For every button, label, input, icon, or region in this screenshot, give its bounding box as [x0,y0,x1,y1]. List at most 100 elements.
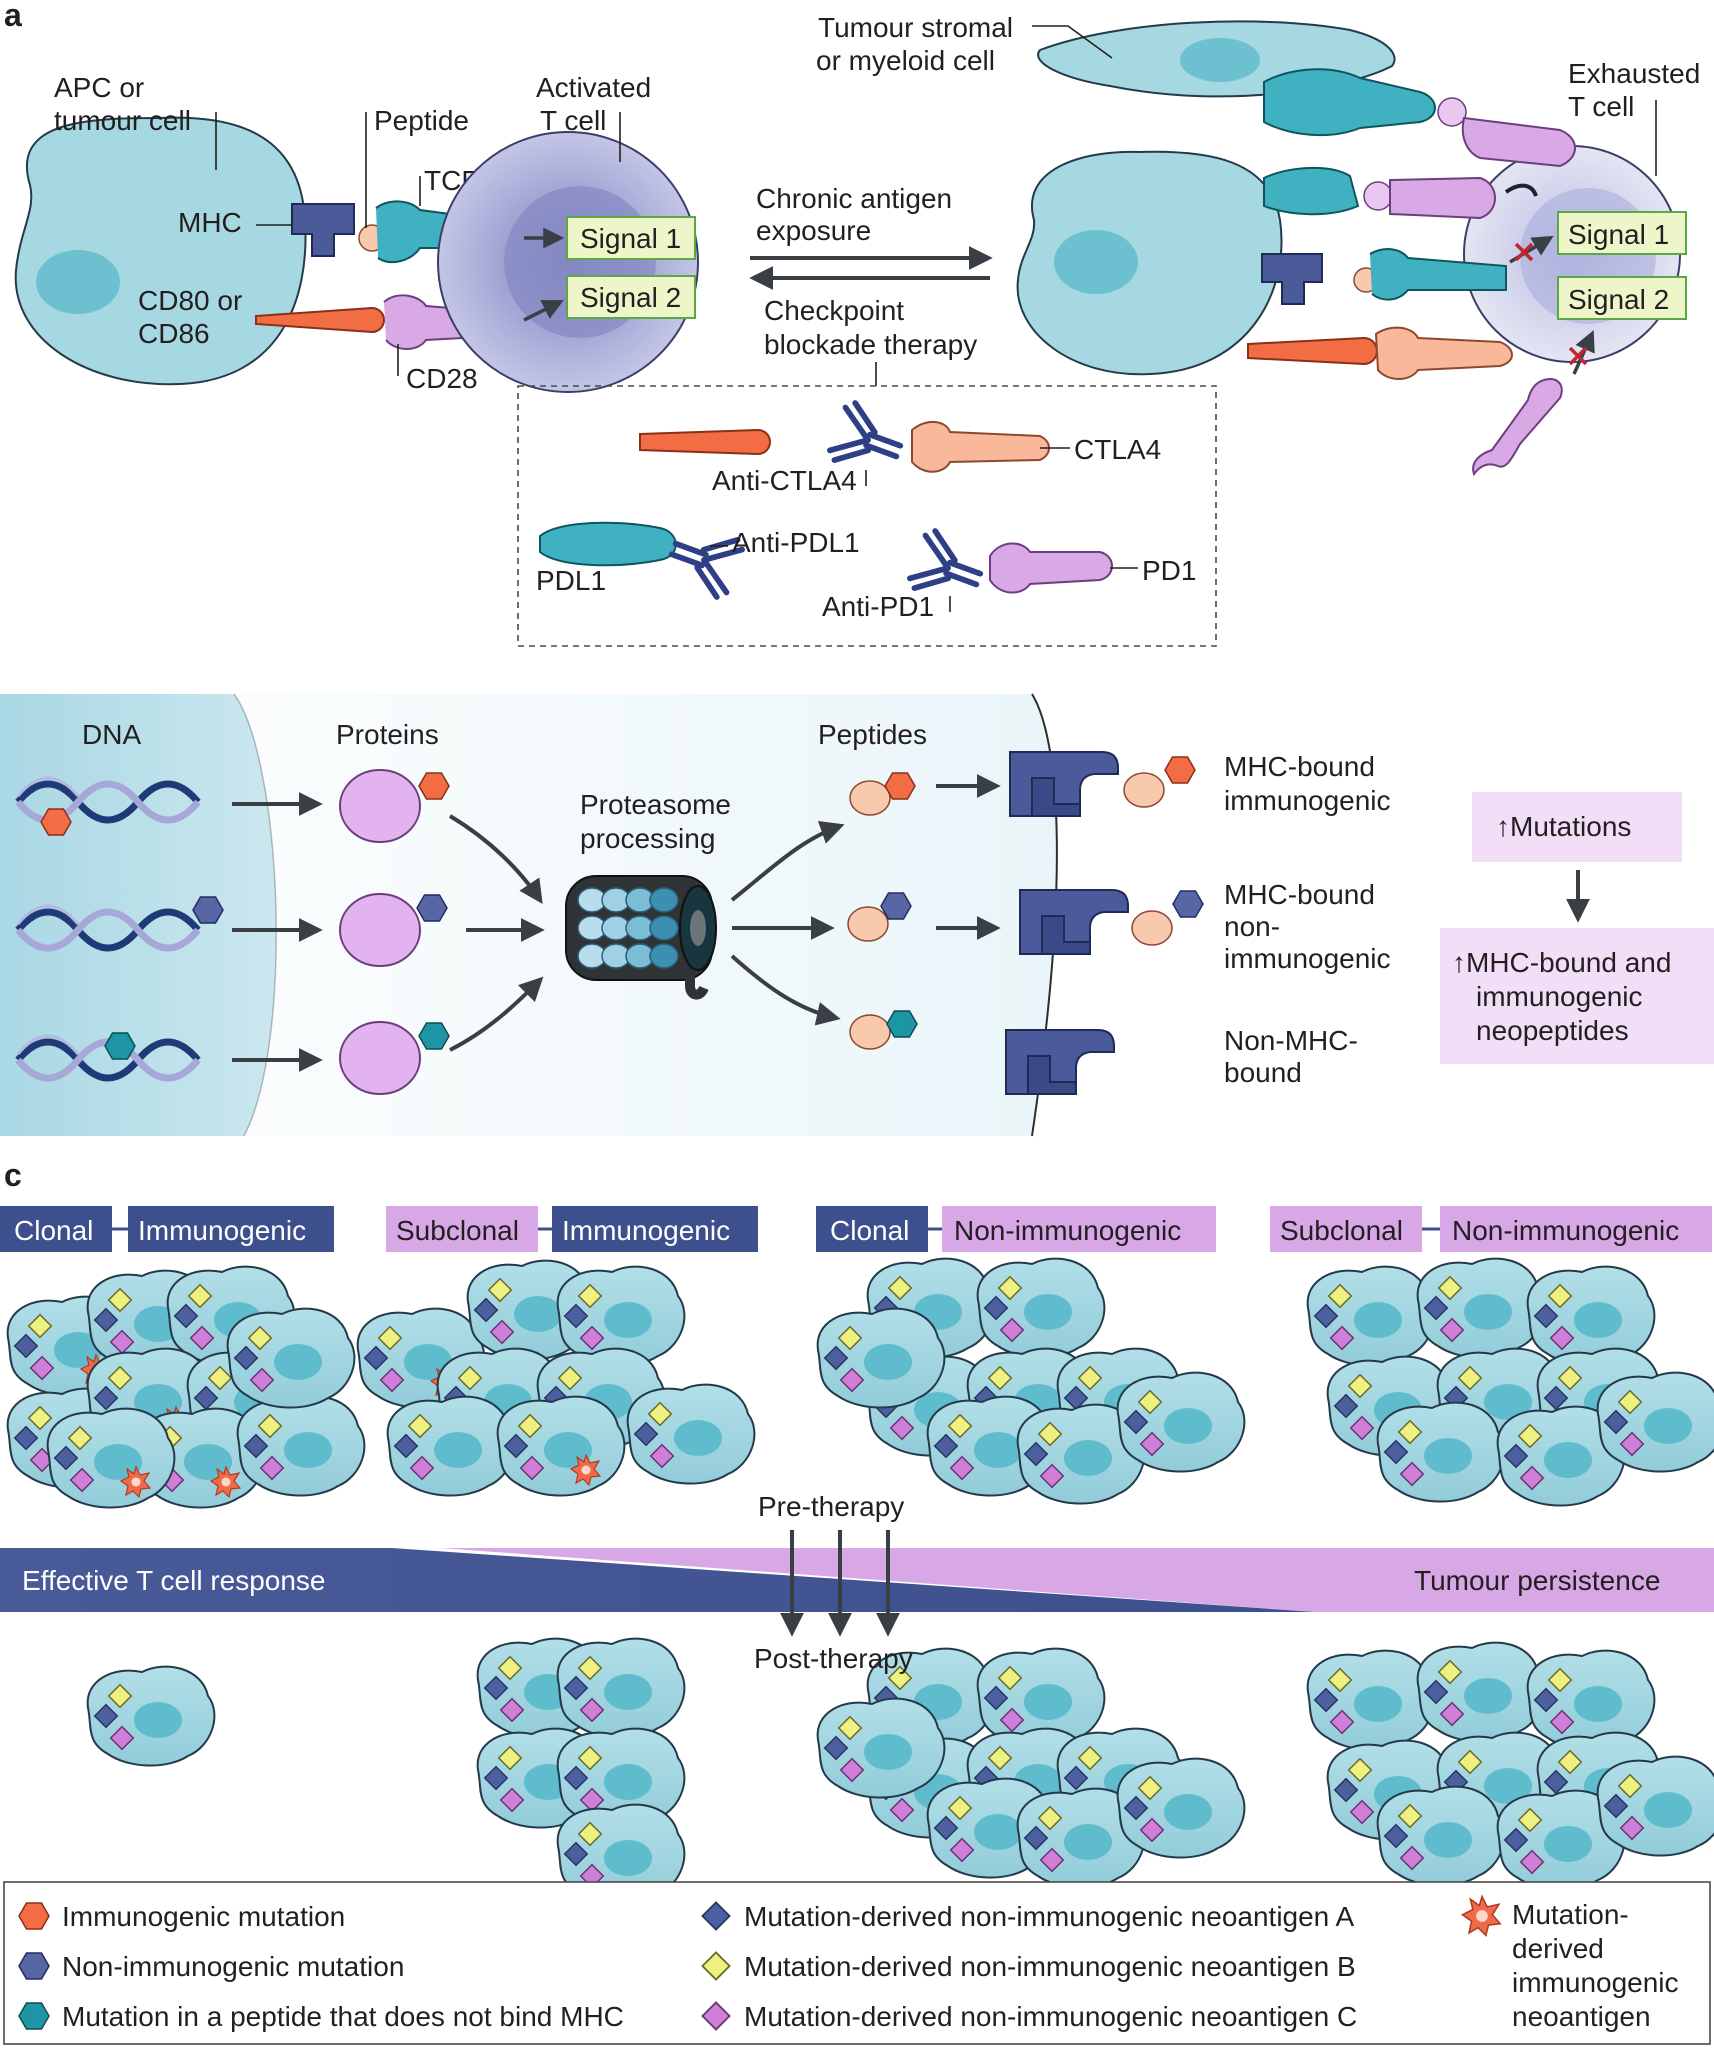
peptide-3-mutation [886,1010,918,1038]
g2-post-cell [556,1637,686,1739]
g3-pre-cell [816,1307,946,1409]
mhc-molecule [291,203,355,257]
persistence-bar [440,1548,1714,1612]
pdl1-label: PDL1 [536,565,606,596]
apc-cell [14,116,307,386]
effective-label: Effective T cell response [22,1565,326,1596]
anti-pdl1-label: Anti-PDL1 [732,527,860,558]
group-3-right-pill [942,1206,1216,1252]
g4-pre-cell [1526,1265,1656,1367]
block-x-2 [1568,346,1588,366]
legend-immunogenic-icon [18,1902,50,1930]
group-1-left-pill [0,1206,112,1252]
pd1-label: PD1 [1142,555,1196,586]
peptide-2 [847,906,889,942]
row-2-label-3: immunogenic [1224,943,1391,974]
group-2-right: Immunogenic [562,1215,730,1246]
g4-post-cell [1416,1641,1546,1743]
legend-item-1: Immunogenic mutation [62,1901,345,1932]
legend: Immunogenic mutation Non-immunogenic mut… [3,1881,1711,2045]
g4-pre-cell [1376,1401,1506,1503]
g3-pre-cell [976,1257,1106,1359]
legend-item-2: Non-immunogenic mutation [62,1951,404,1982]
row-1-label-2: immunogenic [1224,785,1391,816]
g1-pre-cell [226,1307,356,1409]
legend-item-7-line-4: neoantigen [1512,2001,1651,2032]
pd1-head-top [1437,97,1467,127]
legend-box [3,1881,1711,2045]
chronic-label-1: Chronic antigen [756,183,952,214]
proteasome-to-peptide-arrow-3 [730,954,841,1026]
g1-pre-cell [46,1407,176,1509]
apc-nucleus [36,250,120,314]
pre-therapy-label: Pre-therapy [758,1491,904,1522]
exhausted-label-1: Exhausted [1568,58,1700,89]
protein-1-mutation [418,772,450,800]
cd80-molecule [255,306,385,334]
signal-2-label: Signal 2 [580,282,681,313]
mhc-peptide-2 [1131,910,1173,946]
exhausted-signal-2-label: Signal 2 [1568,284,1669,315]
group-3-left: Clonal [830,1215,909,1246]
group-4-left: Subclonal [1280,1215,1403,1246]
mutations-label: ↑Mutations [1496,811,1631,842]
cd80-label-1: CD80 or [138,285,242,316]
g4-post-cell [1526,1649,1656,1751]
checkpoint-label-1: Checkpoint [764,295,904,326]
group-1-left: Clonal [14,1215,93,1246]
dna-immunogenic-mutation [40,808,72,836]
group-1-right: Immunogenic [138,1215,306,1246]
protein-to-proteasome-arrow-1 [448,814,543,904]
protein-3-mutation [418,1022,450,1050]
mutations-box [1472,792,1682,862]
exhausted-tumour-nucleus [1054,230,1138,294]
peptide-1 [849,780,891,816]
row-2-label-1: MHC-bound [1224,879,1375,910]
group-3-right: Non-immunogenic [954,1215,1181,1246]
neopeptides-label-2: immunogenic [1476,981,1643,1012]
proteasome-label-1: Proteasome [580,789,731,820]
free-pd1 [1472,378,1563,477]
signal-2-arrow [523,300,564,322]
ctla4-label: CTLA4 [1074,434,1161,465]
mhc-bound-immunogenic [1009,751,1119,817]
g4-post-cell [1376,1785,1506,1887]
inset-cd80 [639,428,771,456]
activated-label-1: Activated [536,72,651,103]
peptide-1-mutation [884,772,916,800]
checkpoint-label-2: blockade therapy [764,329,977,360]
mhc-bound-non-immunogenic [1019,889,1129,955]
inhibition-bar [1504,183,1538,197]
legend-non-mhc-icon [18,2002,50,2030]
proteasome-label-2: processing [580,823,715,854]
legend-item-7-line-1: Mutation- [1512,1899,1629,1930]
signal-2-box [566,275,696,319]
anti-ctla4-label: Anti-CTLA4 [712,465,857,496]
exhausted-mhc [1261,253,1323,305]
mhc-mutation-1 [1164,756,1196,784]
blocked-signal-2-arrow [1572,330,1595,375]
stromal-nucleus [1180,38,1260,82]
checkpoint-inset [517,385,1217,647]
legend-non-immunogenic-icon [18,1952,50,1980]
g4-pre-cell [1596,1371,1714,1473]
non-mhc-bound [1005,1029,1115,1095]
mhc-peptide-1 [1123,772,1165,808]
proteasome [565,875,717,1000]
panel-b: b DNA Proteins Peptides Proteasome proce… [0,693,1714,1137]
row-3-label-2: bound [1224,1057,1302,1088]
peptide-2-mutation [880,892,912,920]
nucleus-edge [233,693,277,1137]
panel-c: c Clonal Immunogenic Subclonal Immunogen… [0,1157,1714,1905]
exhausted-tcr [1369,248,1507,301]
legend-item-5: Mutation-derived non-immunogenic neoanti… [744,1951,1356,1982]
group-2-left-pill [386,1206,538,1252]
group-2-left: Subclonal [396,1215,519,1246]
g3-post-cell [1116,1757,1246,1859]
legend-item-4: Mutation-derived non-immunogenic neoanti… [744,1901,1354,1932]
activated-label-2: T cell [540,105,606,136]
cd80-label-2: CD86 [138,318,210,349]
legend-item-3: Mutation in a peptide that does not bind… [62,2001,624,2032]
pd1-top [1461,116,1576,168]
